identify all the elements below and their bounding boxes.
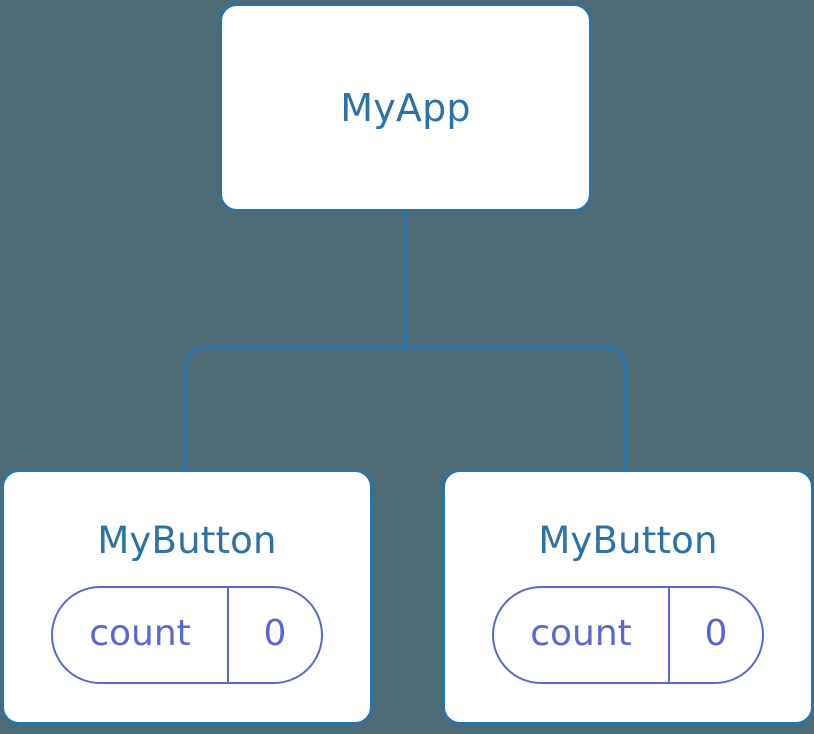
state-key-count: count: [89, 612, 191, 654]
state-value-count: 0: [227, 588, 321, 682]
node-myapp-label: MyApp: [340, 85, 471, 130]
state-key-count: count: [530, 612, 632, 654]
node-mybutton-right-label: MyButton: [538, 519, 718, 562]
state-badge-mybutton-left[interactable]: count 0: [51, 586, 323, 684]
edge-root-to-mybutton-left: [184, 346, 406, 470]
node-myapp[interactable]: MyApp: [219, 3, 592, 212]
node-mybutton-left[interactable]: MyButton count 0: [1, 469, 373, 725]
state-badge-mybutton-right[interactable]: count 0: [492, 586, 764, 684]
edge-root-to-mybutton-right: [405, 346, 627, 470]
node-mybutton-right[interactable]: MyButton count 0: [442, 469, 814, 725]
node-mybutton-left-label: MyButton: [97, 519, 277, 562]
state-value-count: 0: [668, 588, 762, 682]
